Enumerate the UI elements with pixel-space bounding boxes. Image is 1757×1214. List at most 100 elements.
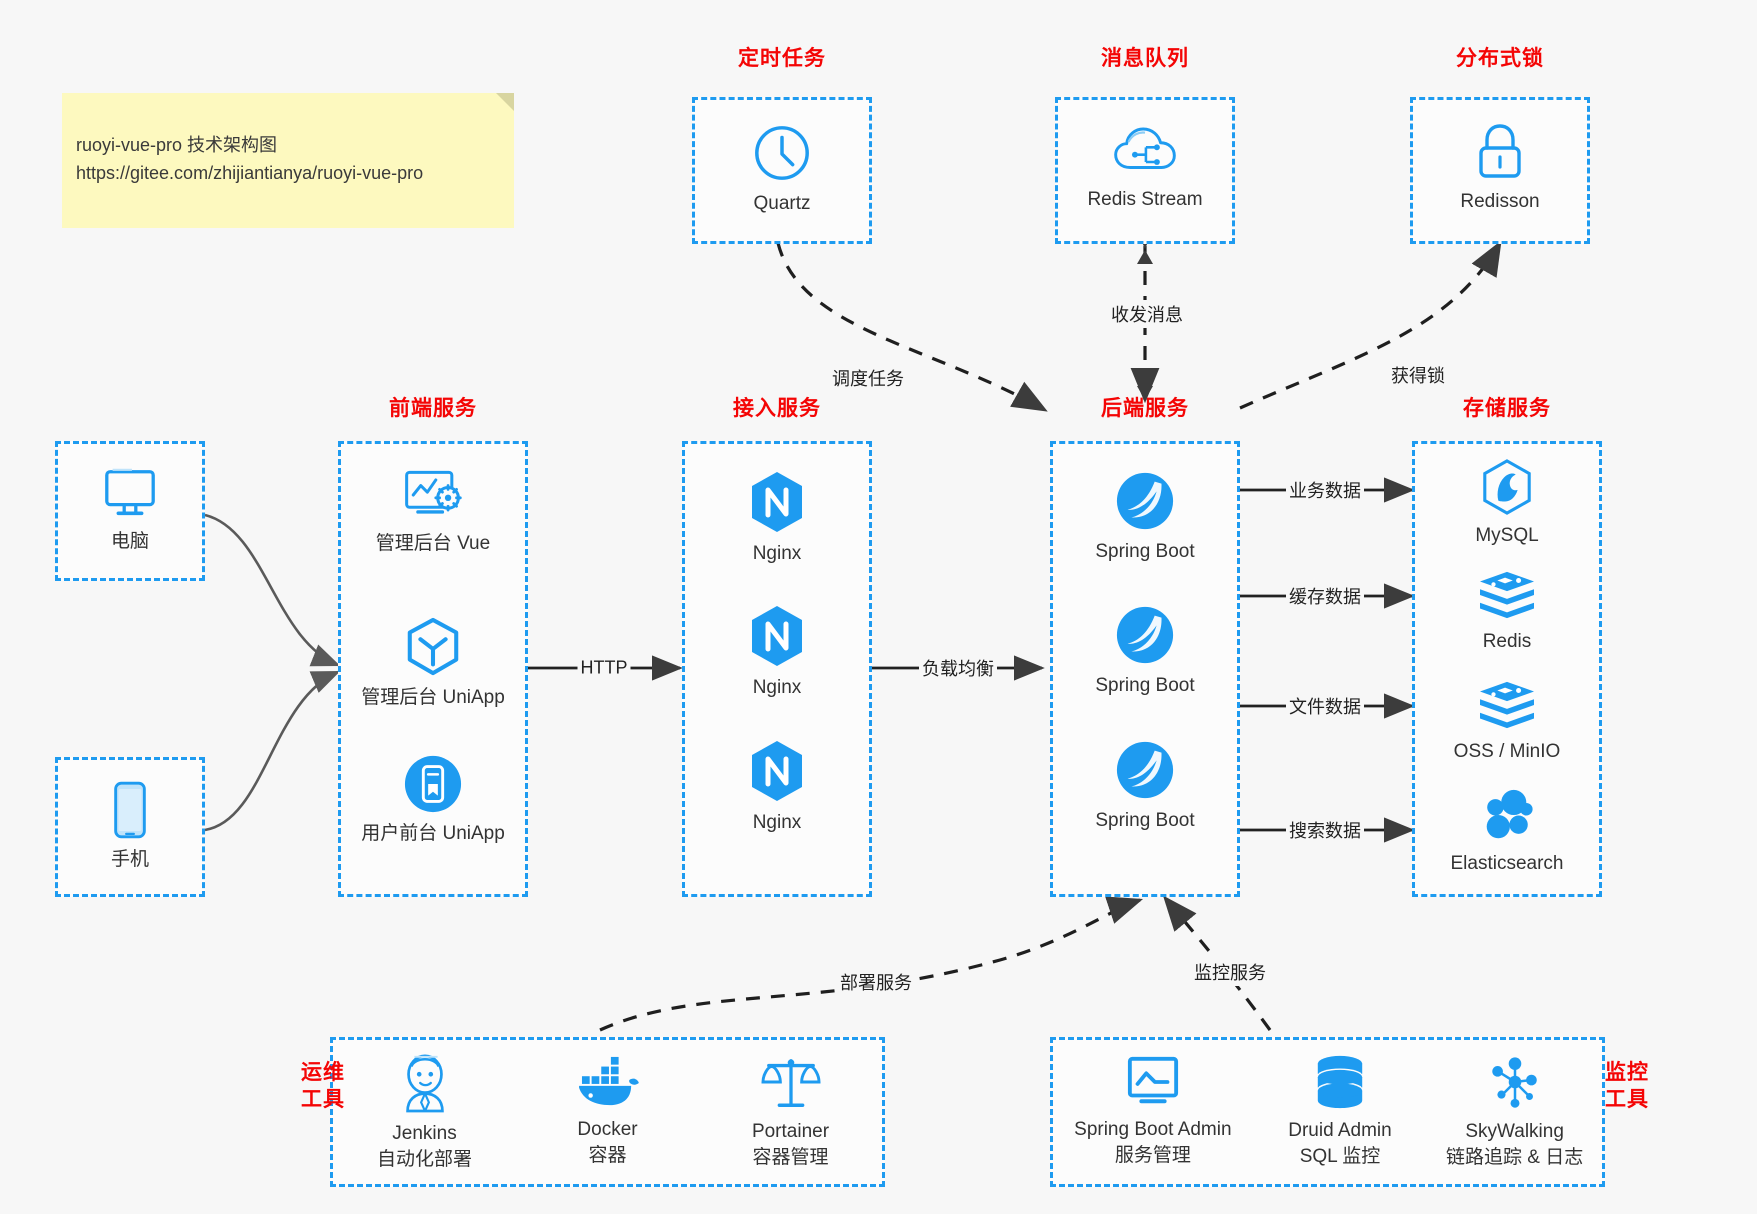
group-title-monitor: 监控 工具 <box>1605 1061 1649 1111</box>
node-message-queue[interactable]: Redis Stream <box>1055 97 1235 244</box>
edge-label-acquire-lock: 获得锁 <box>1388 361 1448 389</box>
tool-docker[interactable]: Docker 容器 <box>525 1055 690 1169</box>
node-gateway[interactable]: Nginx Nginx Nginx <box>682 441 872 897</box>
cell-redisson[interactable]: Redisson <box>1413 122 1587 215</box>
cell-nginx-3[interactable]: Nginx <box>685 739 869 836</box>
cell-admin-vue[interactable]: 管理后台 Vue <box>341 466 525 557</box>
cell-label: Nginx <box>752 812 802 833</box>
tool-skywalking[interactable]: SkyWalking 链路追踪 & 日志 <box>1432 1053 1597 1171</box>
group-title-lock: 分布式锁 <box>1456 47 1544 70</box>
mobile-phone-icon <box>58 780 202 840</box>
group-title-storage: 存储服务 <box>1463 397 1551 420</box>
elasticsearch-icon <box>1415 788 1599 844</box>
cell-quartz[interactable]: Quartz <box>695 122 869 217</box>
edge-label-send-receive-message: 收发消息 <box>1108 300 1186 328</box>
cell-springboot-2[interactable]: Spring Boot <box>1053 604 1237 699</box>
object-storage-icon <box>1415 678 1599 732</box>
node-backend[interactable]: Spring Boot Spring Boot Spring Boot <box>1050 441 1240 897</box>
node-monitor-tools[interactable]: Spring Boot Admin 服务管理 Druid Admi <box>1050 1037 1605 1187</box>
note-text: ruoyi-vue-pro 技术架构图 https://gitee.com/zh… <box>76 134 424 183</box>
cell-redis-stream[interactable]: Redis Stream <box>1058 122 1232 213</box>
group-title-devops: 运维 工具 <box>301 1061 345 1111</box>
mysql-icon <box>1415 458 1599 516</box>
edge-label-cache-data: 缓存数据 <box>1286 582 1364 610</box>
monitor-chart-icon <box>1058 1055 1248 1109</box>
group-title-backend: 后端服务 <box>1101 397 1189 420</box>
cell-label: Nginx <box>752 677 802 698</box>
dashboard-settings-icon <box>341 466 525 524</box>
tool-label: Druid Admin SQL 监控 <box>1288 1119 1392 1167</box>
tool-label: SkyWalking 链路追踪 & 日志 <box>1446 1120 1584 1168</box>
mobile-app-icon <box>341 754 525 814</box>
cell-redis[interactable]: Redis <box>1415 568 1599 655</box>
cell-oss-minio[interactable]: OSS / MinIO <box>1415 678 1599 765</box>
cloud-stream-icon <box>1058 122 1232 180</box>
nginx-icon <box>685 604 869 668</box>
cell-admin-uniapp[interactable]: 管理后台 UniApp <box>341 616 525 711</box>
cell-user-uniapp[interactable]: 用户前台 UniApp <box>341 754 525 847</box>
tool-jenkins[interactable]: Jenkins 自动化部署 <box>342 1051 507 1173</box>
edge-label-search-data: 搜索数据 <box>1286 816 1364 844</box>
node-storage[interactable]: MySQL Redis <box>1412 441 1602 897</box>
monitor-tools-row: Spring Boot Admin 服务管理 Druid Admi <box>1053 1040 1602 1184</box>
cell-label: Spring Boot <box>1095 675 1195 696</box>
jenkins-butler-icon <box>342 1051 507 1113</box>
node-client-desktop[interactable]: 电脑 <box>55 441 205 581</box>
group-title-scheduler: 定时任务 <box>738 47 826 70</box>
cell-label: 管理后台 Vue <box>375 533 491 554</box>
lock-icon <box>1413 122 1587 182</box>
spring-boot-icon <box>1053 604 1237 666</box>
nginx-icon <box>685 470 869 534</box>
group-title-frontend: 前端服务 <box>389 397 477 420</box>
database-cylinder-icon <box>1257 1054 1422 1110</box>
cell-springboot-3[interactable]: Spring Boot <box>1053 739 1237 834</box>
scales-icon <box>708 1053 873 1111</box>
cell-label: 用户前台 UniApp <box>361 823 505 844</box>
tool-label: Portainer 容器管理 <box>751 1120 830 1168</box>
diagram-note: ruoyi-vue-pro 技术架构图 https://gitee.com/zh… <box>62 93 514 228</box>
cell-label: OSS / MinIO <box>1453 741 1561 762</box>
edge-label-deploy-service: 部署服务 <box>837 968 915 996</box>
node-devops-tools[interactable]: Jenkins 自动化部署 <box>330 1037 885 1187</box>
cell-mysql[interactable]: MySQL <box>1415 458 1599 549</box>
cell-label: 手机 <box>110 849 149 870</box>
redis-icon <box>1415 568 1599 622</box>
cell-label: Quartz <box>753 193 811 214</box>
node-client-mobile[interactable]: 手机 <box>55 757 205 897</box>
edge-label-http: HTTP <box>577 656 631 680</box>
edge-label-business-data: 业务数据 <box>1286 476 1364 504</box>
cell-mobile[interactable]: 手机 <box>58 780 202 873</box>
devops-tools-row: Jenkins 自动化部署 <box>333 1040 882 1184</box>
cell-label: Spring Boot <box>1095 541 1195 562</box>
tool-portainer[interactable]: Portainer 容器管理 <box>708 1053 873 1171</box>
cell-label: 电脑 <box>110 531 149 552</box>
edge-label-monitor-service: 监控服务 <box>1191 958 1269 986</box>
node-scheduler[interactable]: Quartz <box>692 97 872 244</box>
note-fold-corner <box>496 93 514 111</box>
edge-label-file-data: 文件数据 <box>1286 692 1364 720</box>
desktop-computer-icon <box>58 464 202 522</box>
node-distributed-lock[interactable]: Redisson <box>1410 97 1590 244</box>
node-frontend[interactable]: 管理后台 Vue 管理后台 UniApp 用户前台 UniApp <box>338 441 528 897</box>
group-title-mq: 消息队列 <box>1101 47 1189 70</box>
group-title-gateway: 接入服务 <box>733 397 821 420</box>
cell-label: Elasticsearch <box>1450 853 1564 874</box>
tool-spring-boot-admin[interactable]: Spring Boot Admin 服务管理 <box>1058 1055 1248 1169</box>
tool-druid-admin[interactable]: Druid Admin SQL 监控 <box>1257 1054 1422 1170</box>
edge-label-schedule-task: 调度任务 <box>829 364 907 392</box>
cell-label: Nginx <box>752 543 802 564</box>
cell-label: 管理后台 UniApp <box>361 687 505 708</box>
cell-springboot-1[interactable]: Spring Boot <box>1053 470 1237 565</box>
tool-label: Docker 容器 <box>577 1118 638 1166</box>
clock-icon <box>695 122 869 184</box>
cell-label: Redisson <box>1460 191 1540 212</box>
tool-label: Spring Boot Admin 服务管理 <box>1074 1118 1232 1166</box>
docker-whale-icon <box>525 1055 690 1109</box>
cell-nginx-2[interactable]: Nginx <box>685 604 869 701</box>
cell-nginx-1[interactable]: Nginx <box>685 470 869 567</box>
network-trace-icon <box>1432 1053 1597 1111</box>
cell-desktop[interactable]: 电脑 <box>58 464 202 555</box>
tool-label: Jenkins 自动化部署 <box>376 1122 472 1170</box>
cell-label: MySQL <box>1475 525 1539 546</box>
cell-elasticsearch[interactable]: Elasticsearch <box>1415 788 1599 877</box>
